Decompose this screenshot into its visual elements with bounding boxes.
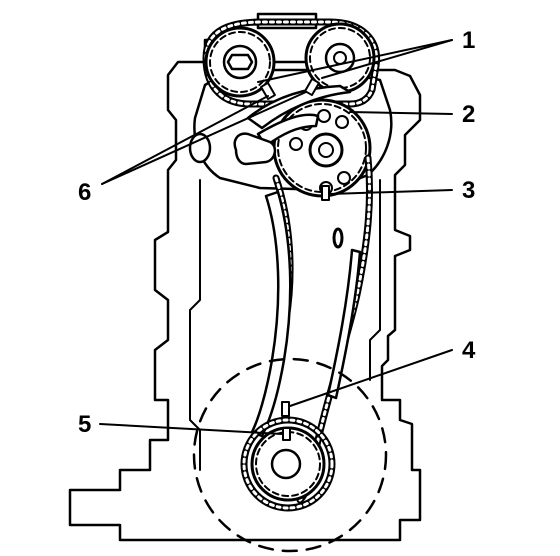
leader-line-5 [99,423,283,435]
callout-1: 1 [462,27,475,54]
leader-line-6a [101,95,269,185]
intermediate-sprocket [272,98,372,198]
callout-5: 5 [78,411,91,438]
callout-2: 2 [462,101,475,128]
callout-4: 4 [462,337,476,364]
leader-line-4 [289,349,453,407]
left-chain-guide-rail [250,190,292,438]
leader-line-1b [321,39,453,79]
chain-tensioner [233,132,277,166]
crankshaft-sprocket [240,416,336,512]
block-inner-edge-right [369,179,381,381]
callout-6: 6 [78,179,91,206]
upper-chain-guide-lower [256,113,320,148]
upper-timing-chain-links [204,20,379,106]
upper-chain-guide [246,84,352,130]
mounting-boss-left [188,132,212,164]
right-chain-guide [326,248,362,400]
callout-3: 3 [462,177,475,204]
leader-line-1a [257,39,453,83]
crank-chain-link-mark [281,401,290,417]
leader-line-3 [329,189,453,195]
exhaust-timing-mark [304,77,320,97]
crank-sprocket-mark [282,427,291,441]
intake-timing-mark [260,81,276,101]
oil-port [332,227,344,249]
leader-line-2 [349,111,453,115]
block-inner-edge-left [189,179,201,471]
crank-dampener-outline [192,357,388,553]
leader-line-6b [101,91,307,185]
intermediate-timing-mark [321,185,330,201]
intake-camshaft-sprocket [204,26,276,98]
